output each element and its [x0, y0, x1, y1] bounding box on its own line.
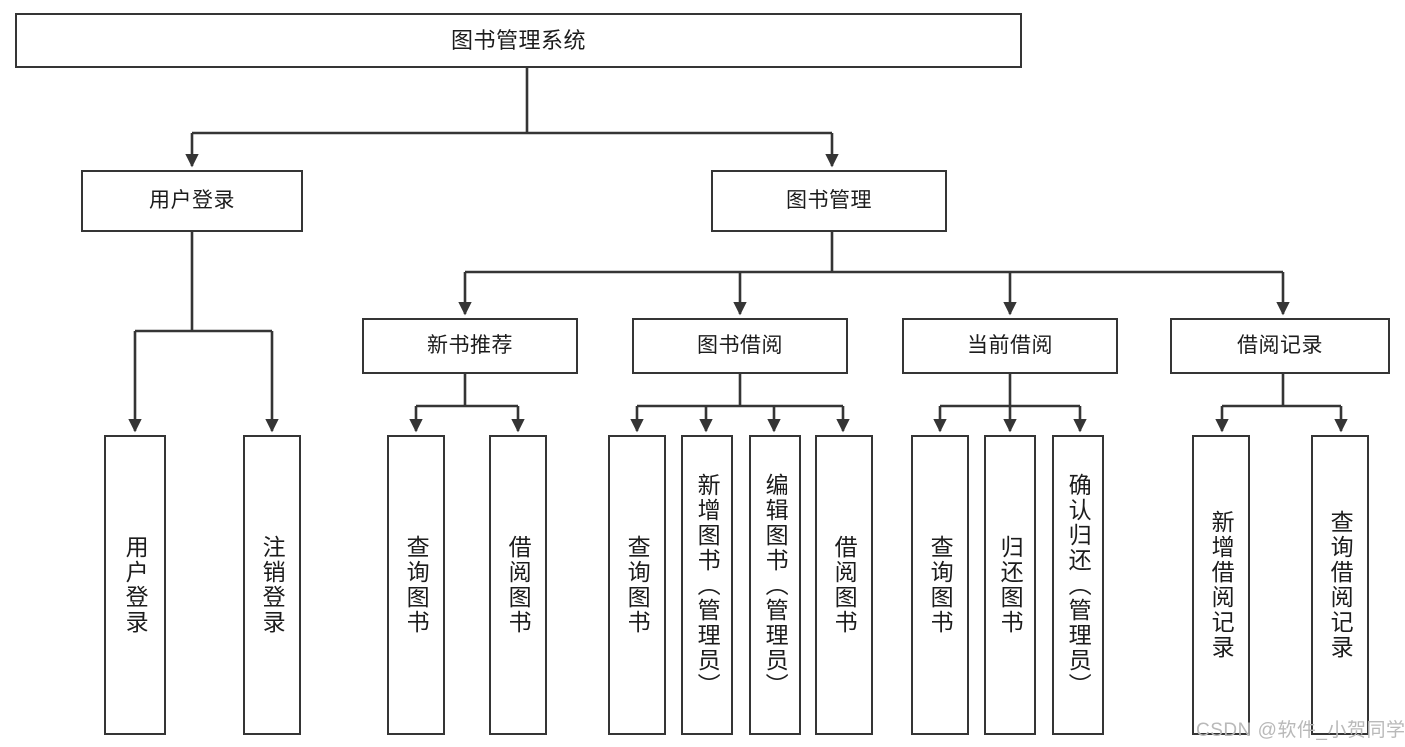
node-label: 图书借阅	[697, 333, 783, 357]
node-label: 查询图书	[624, 535, 651, 635]
leaf-borrow-book-recommend[interactable]: 借阅图书	[489, 435, 547, 735]
leaf-borrow-book[interactable]: 借阅图书	[815, 435, 873, 735]
node-label: 新书推荐	[427, 333, 513, 357]
leaf-add-book-admin[interactable]: 新增图书（管理员）	[681, 435, 733, 735]
node-label: 借阅记录	[1237, 333, 1323, 357]
node-label: 确认归还（管理员）	[1065, 472, 1092, 698]
leaf-query-book-current[interactable]: 查询图书	[911, 435, 969, 735]
leaf-user-login[interactable]: 用户登录	[104, 435, 166, 735]
node-label: 新增借阅记录	[1208, 510, 1235, 660]
leaf-query-borrow-record[interactable]: 查询借阅记录	[1311, 435, 1369, 735]
leaf-query-book-borrow[interactable]: 查询图书	[608, 435, 666, 735]
leaf-return-book[interactable]: 归还图书	[984, 435, 1036, 735]
leaf-logout[interactable]: 注销登录	[243, 435, 301, 735]
node-label: 当前借阅	[967, 333, 1053, 357]
node-label: 图书管理	[786, 188, 872, 212]
node-label: 查询借阅记录	[1327, 510, 1354, 660]
csdn-watermark: CSDN @软件_小贺同学	[1196, 720, 1405, 741]
node-label: 查询图书	[403, 535, 430, 635]
leaf-edit-book-admin[interactable]: 编辑图书（管理员）	[749, 435, 801, 735]
node-label: 注销登录	[259, 535, 286, 635]
node-label: 编辑图书（管理员）	[762, 472, 789, 698]
node-label: 新增图书（管理员）	[694, 472, 721, 698]
node-label: 图书管理系统	[450, 27, 586, 53]
leaf-query-book-recommend[interactable]: 查询图书	[387, 435, 445, 735]
node-label: 查询图书	[927, 535, 954, 635]
node-label: 归还图书	[997, 535, 1024, 635]
leaf-confirm-return-admin[interactable]: 确认归还（管理员）	[1052, 435, 1104, 735]
node-new-book-recommend[interactable]: 新书推荐	[362, 318, 578, 374]
node-book-management[interactable]: 图书管理	[711, 170, 947, 232]
node-root-book-management-system[interactable]: 图书管理系统	[15, 13, 1022, 68]
node-label: 用户登录	[122, 535, 149, 635]
node-label: 借阅图书	[831, 535, 858, 635]
node-current-borrow[interactable]: 当前借阅	[902, 318, 1118, 374]
node-label: 借阅图书	[505, 535, 532, 635]
leaf-add-borrow-record[interactable]: 新增借阅记录	[1192, 435, 1250, 735]
node-label: 用户登录	[149, 188, 235, 212]
node-borrow-record[interactable]: 借阅记录	[1170, 318, 1390, 374]
node-book-borrow[interactable]: 图书借阅	[632, 318, 848, 374]
node-user-login[interactable]: 用户登录	[81, 170, 303, 232]
